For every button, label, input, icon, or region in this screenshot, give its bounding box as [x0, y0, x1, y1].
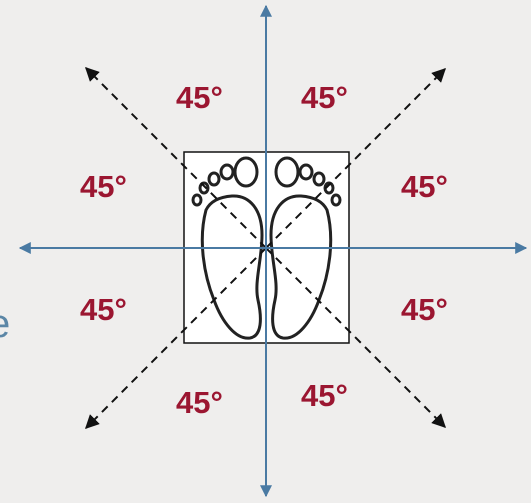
angle-label-lower-left: 45°	[80, 292, 127, 327]
angle-label-upper-left: 45°	[80, 169, 127, 204]
angle-label-top-right: 45°	[301, 80, 348, 115]
angle-label-upper-right: 45°	[401, 169, 448, 204]
angle-label-bottom-right: 45°	[301, 378, 348, 413]
angle-label-bottom-left: 45°	[176, 385, 223, 420]
edge-letter: e	[0, 302, 10, 346]
angle-label-top-left: 45°	[176, 80, 223, 115]
angle-label-lower-right: 45°	[401, 292, 448, 327]
